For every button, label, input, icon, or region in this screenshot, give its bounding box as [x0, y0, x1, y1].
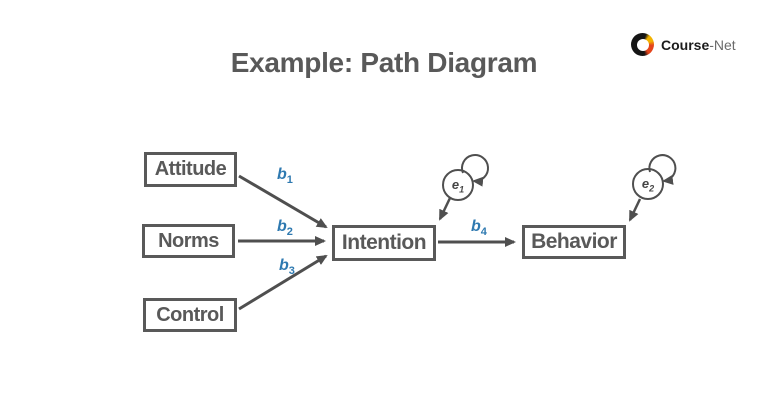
node-behavior-label: Behavior [531, 230, 617, 253]
path-label-b4-sub: 4 [480, 226, 487, 239]
node-control-label: Control [156, 303, 224, 326]
course-net-logo: Course-Net [631, 33, 736, 56]
self-loop-e2 [648, 154, 677, 185]
path-label-b1-sub: 1 [286, 174, 293, 187]
path-label-b1-base: b [277, 166, 287, 183]
node-control: Control [143, 298, 237, 332]
path-label-b3-sub: 3 [288, 265, 295, 278]
path-label-b2-base: b [277, 218, 287, 235]
error-label-e1-base: e [451, 177, 460, 192]
page-title: Example: Path Diagram [230, 47, 538, 78]
arrow-e1-to-intention [438, 197, 452, 221]
error-label-e2: e2 [637, 176, 659, 197]
arrow-e2-to-behavior [628, 198, 642, 222]
path-label-b2: b2 [277, 219, 293, 240]
path-label-b1: b1 [277, 167, 293, 188]
path-label-b2-sub: 2 [286, 226, 293, 239]
logo-wordmark: Course-Net [661, 37, 736, 53]
error-label-e1: e1 [447, 177, 469, 198]
node-norms: Norms [142, 224, 235, 258]
node-intention-label: Intention [341, 231, 427, 254]
logo-brand-suffix: -Net [709, 36, 736, 53]
node-intention: Intention [332, 225, 436, 261]
node-attitude: Attitude [144, 152, 237, 187]
self-loop-e1 [461, 154, 489, 187]
logo-brand-bold: Course [661, 36, 710, 53]
arrow-attitude-to-intention [238, 174, 328, 229]
error-label-e2-base: e [641, 176, 650, 191]
logo-ring-icon [631, 33, 654, 56]
arrow-control-to-intention [238, 254, 328, 311]
logo-ring-hole [636, 38, 649, 51]
error-label-e2-sub: 2 [649, 183, 655, 194]
node-behavior: Behavior [522, 225, 626, 259]
node-norms-label: Norms [158, 229, 219, 252]
node-attitude-label: Attitude [154, 158, 227, 180]
error-label-e1-sub: 1 [459, 184, 465, 195]
path-label-b3: b3 [279, 258, 295, 279]
path-label-b3-base: b [279, 257, 289, 274]
path-label-b4-base: b [471, 218, 481, 235]
path-label-b4: b4 [471, 219, 487, 240]
